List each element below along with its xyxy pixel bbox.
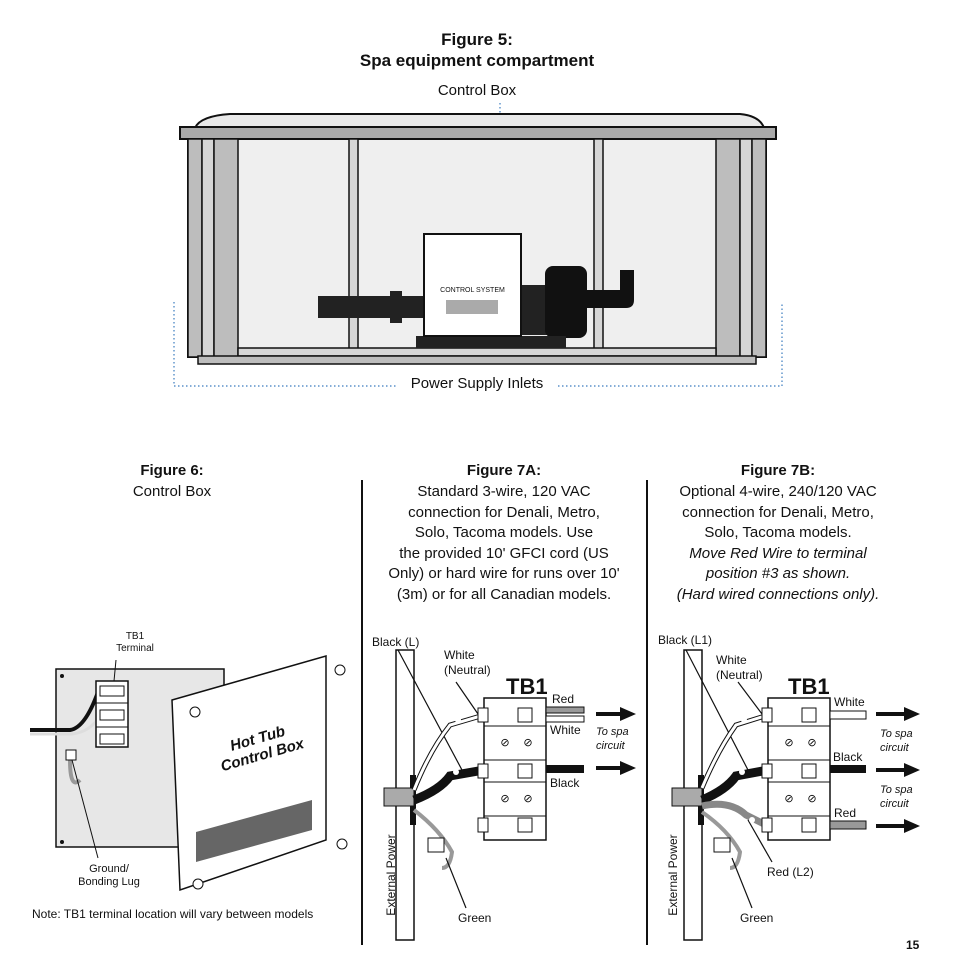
fig7a-to-spa-line2: circuit (596, 740, 625, 752)
fig7a-white-line1: White (444, 648, 475, 662)
svg-text:⊘: ⊘ (523, 792, 532, 805)
fig5-subtitle: Spa equipment compartment (359, 51, 595, 70)
fig6-title: Figure 6: (140, 462, 204, 479)
fig7a-line-6: (3m) or for all Canadian models. (396, 585, 612, 603)
fig7b-to-spa-label-1: To spa circuit (880, 727, 913, 755)
fig7b-to-spa-line1: To spa (880, 728, 913, 740)
fig7a-line-4: the provided 10' GFCI cord (US (399, 544, 609, 562)
fig7a-black-l-label: Black (L) (372, 635, 420, 649)
fig7b-to-spa-line3: To spa (880, 784, 913, 796)
fig7b-tb1-label: TB1 (788, 674, 830, 699)
fig7a-white-neutral-label: White (Neutral) (444, 648, 491, 678)
fig7a-white-line2: (Neutral) (444, 663, 491, 677)
svg-text:⊘: ⊘ (784, 792, 793, 805)
svg-text:⊘: ⊘ (523, 736, 532, 749)
fig7a-line-5: Only) or hard wire for runs over 10' (388, 565, 620, 582)
fig7b-red-l2-label: Red (L2) (767, 865, 814, 879)
fig7b-to-spa-line4: circuit (880, 798, 909, 810)
fig7a-to-spa-label: To spa circuit (596, 725, 629, 753)
fig7a-red-label: Red (552, 692, 575, 706)
fig7a-title: Figure 7A: (466, 462, 542, 479)
fig7b-line-2: connection for Denali, Metro, (682, 503, 874, 521)
divider-left (361, 480, 363, 945)
fig7b-caption: Optional 4-wire, 240/120 VAC connection … (650, 482, 906, 605)
tb1-label-line1: TB1 (125, 631, 145, 642)
control-system-label: CONTROL SYSTEM (440, 287, 505, 294)
fig7b-white-line2: (Neutral) (716, 668, 763, 682)
fig7a-to-spa-line1: To spa (596, 726, 629, 738)
ground-lug-label: Ground/ Bonding Lug (66, 863, 152, 889)
fig7a-black-label: Black (550, 776, 580, 790)
fig7b-black-l1-label: Black (L1) (658, 633, 713, 647)
fig7b-line-1: Optional 4-wire, 240/120 VAC (679, 483, 877, 500)
tb1-label-line2: Terminal (116, 643, 154, 654)
fig7a-white-label: White (550, 723, 581, 737)
fig7b-green-label: Green (740, 911, 774, 925)
ground-label-line1: Ground/ (89, 863, 129, 875)
fig7a-tb1-label: TB1 (506, 674, 548, 699)
ground-label-line2: Bonding Lug (78, 876, 140, 888)
svg-text:⊘: ⊘ (807, 736, 816, 749)
divider-right (646, 480, 648, 945)
tb1-terminal-label: TB1 Terminal (110, 631, 160, 655)
fig5-title: Figure 5: (441, 30, 513, 49)
fig7b-red-label: Red (834, 806, 857, 820)
fig7b-black-label: Black (833, 750, 863, 764)
fig7b-italic-line-3: (Hard wired connections only). (676, 585, 880, 603)
fig7b-white-label: White (834, 695, 865, 709)
fig6-subtitle: Control Box (132, 483, 212, 500)
svg-text:⊘: ⊘ (784, 736, 793, 749)
fig7b-title: Figure 7B: (740, 462, 816, 479)
fig7b-to-spa-line2: circuit (880, 742, 909, 754)
svg-text:⊘: ⊘ (500, 736, 509, 749)
fig7b-to-spa-label-2: To spa circuit (880, 783, 913, 811)
fig7b-line-3: Solo, Tacoma models. (704, 524, 852, 541)
fig7a-line-1: Standard 3-wire, 120 VAC (417, 483, 591, 500)
fig7b-italic-line-2: position #3 as shown. (705, 565, 851, 582)
page-number: 15 (906, 938, 920, 952)
power-inlets-label: Power Supply Inlets (410, 375, 544, 392)
fig7b-white-neutral-label: White (Neutral) (716, 653, 763, 683)
fig5-control-box-label: Control Box (437, 82, 517, 99)
fig7b-italic-line-1: Move Red Wire to terminal (689, 544, 867, 562)
fig7a-line-2: connection for Denali, Metro, (408, 503, 600, 521)
fig7a-caption: Standard 3-wire, 120 VAC connection for … (366, 482, 642, 605)
tb1-location-note: Note: TB1 terminal location will vary be… (32, 907, 314, 921)
fig7b-external-power-label: External Power (666, 834, 680, 916)
fig7b-white-line1: White (716, 653, 747, 667)
fig7a-green-label: Green (458, 911, 492, 925)
fig7a-line-3: Solo, Tacoma models. Use (414, 524, 594, 541)
svg-text:⊘: ⊘ (500, 792, 509, 805)
svg-text:⊘: ⊘ (807, 792, 816, 805)
